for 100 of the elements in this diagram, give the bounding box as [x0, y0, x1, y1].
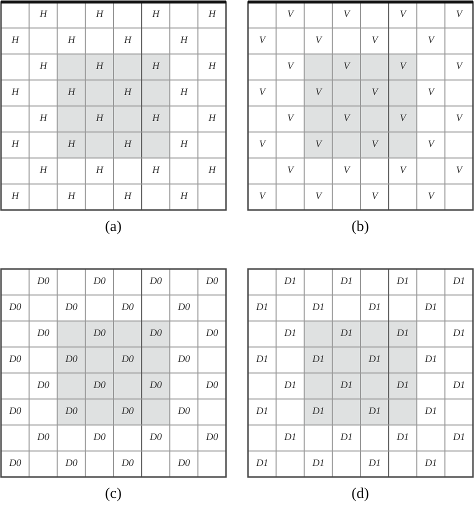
grid-label: D1 — [340, 276, 353, 288]
grid-label: H — [40, 61, 47, 73]
grid-label: D0 — [178, 354, 190, 366]
grid-label: H — [208, 165, 216, 177]
grid-label: H — [180, 139, 188, 151]
grid-label: V — [428, 87, 434, 99]
grid-label: V — [400, 113, 406, 125]
grid-label: V — [372, 191, 378, 203]
grid-label: H — [12, 191, 19, 203]
grid-label: D1 — [396, 432, 409, 444]
grid-label: H — [68, 87, 76, 99]
grid-label: V — [456, 113, 462, 125]
grid-label: D0 — [178, 458, 190, 470]
grid-label: H — [40, 113, 47, 125]
panel-caption: (c) — [105, 486, 122, 503]
grid-label: D0 — [178, 406, 190, 418]
grid-label: D0 — [122, 458, 134, 470]
panel-caption: (b) — [352, 219, 369, 236]
grid-label: V — [315, 87, 322, 99]
grid-label: D1 — [256, 354, 268, 366]
grid-label: D0 — [65, 302, 78, 314]
grid-label: D1 — [284, 432, 296, 444]
grid-label: D1 — [340, 380, 353, 392]
grid-label: D0 — [9, 302, 22, 314]
grid-label: V — [372, 139, 378, 151]
grid-label: D0 — [150, 328, 162, 340]
grid-label: V — [315, 191, 322, 203]
grid-label: V — [400, 61, 406, 73]
grid-label: V — [343, 165, 350, 177]
grid-label: D1 — [368, 354, 381, 366]
grid-label: H — [180, 35, 188, 47]
grid-label: D0 — [122, 406, 134, 418]
grid-label: D1 — [396, 328, 409, 340]
grid-label: H — [152, 165, 160, 177]
grid-label: H — [12, 35, 19, 47]
grid-label: D1 — [396, 380, 409, 392]
grid-label: D0 — [122, 302, 134, 314]
grid-label: D0 — [178, 302, 190, 314]
grid-label: D0 — [93, 380, 106, 392]
grid-label: V — [400, 9, 406, 21]
panel-caption: (a) — [105, 219, 122, 236]
grid-label: V — [400, 165, 406, 177]
grid-label: V — [259, 139, 266, 151]
grid-label: D1 — [284, 380, 296, 392]
grid-label: D1 — [256, 406, 268, 418]
grid-label: V — [287, 113, 294, 125]
grid-label: D1 — [256, 458, 268, 470]
grid-label: D1 — [312, 354, 325, 366]
grid-label: D1 — [312, 458, 325, 470]
grid-label: V — [259, 87, 266, 99]
grid-label: D1 — [312, 406, 325, 418]
grid-label: V — [315, 35, 322, 47]
grid-label: D1 — [284, 276, 296, 288]
grid-label: H — [12, 139, 19, 151]
grid-label: H — [208, 9, 216, 21]
grid-label: D1 — [284, 328, 296, 340]
grid-label: V — [343, 61, 350, 73]
grid-label: H — [124, 87, 132, 99]
grid-label: D1 — [340, 328, 353, 340]
grid-label: V — [259, 191, 266, 203]
grid-label: H — [124, 139, 132, 151]
grid-label: D1 — [424, 302, 438, 314]
grid-label: H — [124, 35, 132, 47]
grid-label: V — [456, 61, 462, 73]
grid-label: D0 — [93, 276, 106, 288]
grid-label: D0 — [9, 354, 22, 366]
grid-label: D1 — [452, 276, 466, 288]
grid-label: D0 — [65, 458, 78, 470]
grid-label: V — [287, 61, 294, 73]
grid-label: D1 — [368, 406, 381, 418]
grid-label: D0 — [206, 328, 218, 340]
grid-label: H — [208, 113, 216, 125]
grid-label: D0 — [93, 432, 106, 444]
grid-label: H — [152, 9, 160, 21]
grid-label: H — [124, 191, 132, 203]
grid-label: D1 — [424, 458, 438, 470]
grid-label: D0 — [37, 276, 50, 288]
grid-label: D0 — [206, 432, 218, 444]
grid-label: V — [287, 9, 294, 21]
grid-label: H — [96, 165, 104, 177]
grid-label: D0 — [9, 406, 22, 418]
grid-label: D1 — [340, 432, 353, 444]
grid-label: V — [372, 87, 378, 99]
grid-label: V — [287, 165, 294, 177]
grid-label: D0 — [122, 354, 134, 366]
grid-label: D0 — [206, 276, 218, 288]
grid-label: H — [180, 87, 188, 99]
grid-label: D0 — [65, 406, 78, 418]
grid-label: D1 — [452, 380, 466, 392]
grid-label: V — [343, 9, 350, 21]
grid-label: D1 — [424, 406, 438, 418]
panel-caption: (d) — [352, 486, 369, 503]
grid-label: H — [40, 165, 47, 177]
grid-label: V — [343, 113, 350, 125]
grid-label: H — [12, 87, 19, 99]
grid-label: H — [68, 191, 76, 203]
grid-label: D1 — [396, 276, 409, 288]
grid-label: D0 — [37, 380, 50, 392]
grid-label: D0 — [37, 432, 50, 444]
grid-label: H — [152, 61, 160, 73]
